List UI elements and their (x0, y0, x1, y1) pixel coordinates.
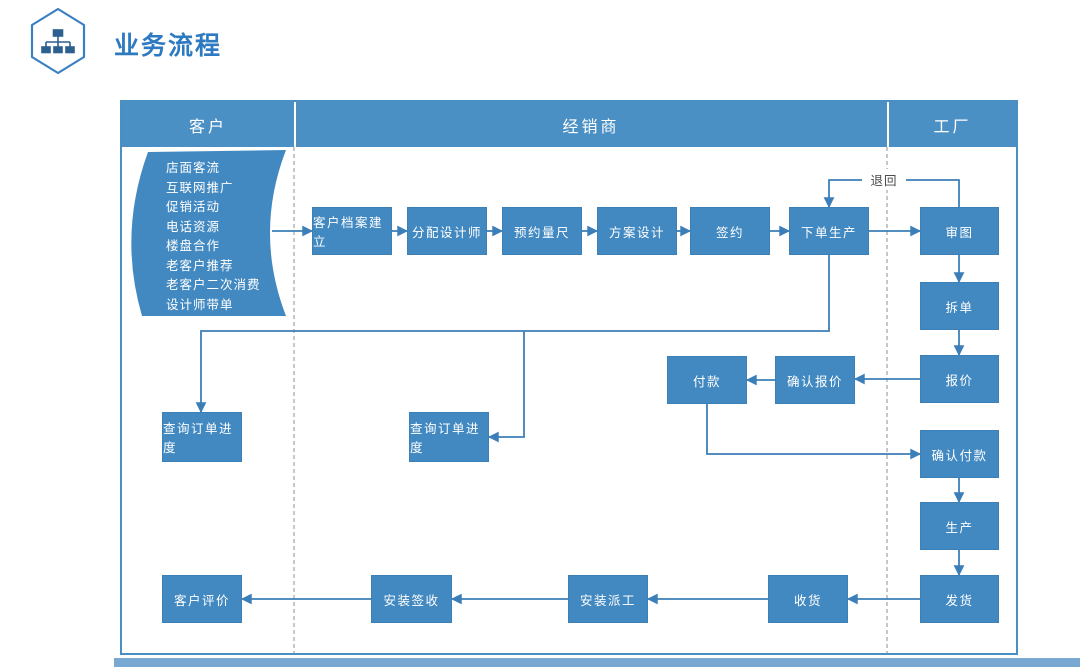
lane-header-factory: 工厂 (933, 118, 972, 136)
customer-sources-shape (131, 150, 286, 316)
node-review-drawing: 审图 (920, 207, 999, 255)
node-confirm-payment: 确认付款 (920, 430, 999, 478)
lane-header-dealer: 经销商 (562, 118, 620, 136)
source-item: 店面客流 (166, 161, 221, 175)
source-item: 电话资源 (166, 219, 221, 234)
source-item: 老客户二次消费 (166, 278, 261, 292)
sitemap-icon (30, 7, 86, 75)
lane-separator (294, 102, 296, 147)
edge-label-return: 退回 (862, 169, 906, 190)
node-production: 生产 (920, 502, 999, 550)
node-plan-design: 方案设计 (597, 207, 677, 255)
node-query-order-customer: 查询订单进度 (162, 412, 242, 462)
page-title: 业务流程 (114, 32, 223, 60)
customer-sources-list: 店面客流 互联网推广 促销活动 电话资源 楼盘合作 老客户推荐 老客户二次消费 … (166, 159, 261, 315)
source-item: 楼盘合作 (166, 239, 221, 253)
node-confirm-quotation: 确认报价 (775, 356, 855, 404)
bottom-strip (114, 658, 1080, 667)
page-header: 业务流程 (0, 0, 1080, 86)
lane-separator (887, 102, 889, 147)
node-install-dispatch: 安装派工 (568, 575, 648, 623)
flow-arrows (195, 179, 965, 605)
node-split-order: 拆单 (920, 282, 999, 330)
node-sign-contract: 签约 (690, 207, 770, 255)
node-customer-file: 客户档案建立 (312, 207, 392, 255)
node-payment: 付款 (667, 356, 747, 404)
node-receive-goods: 收货 (768, 575, 848, 623)
node-customer-review: 客户评价 (162, 575, 242, 623)
node-query-order-dealer: 查询订单进度 (409, 412, 489, 462)
source-item: 老客户推荐 (166, 258, 234, 273)
node-quotation: 报价 (920, 355, 999, 403)
lane-header-row: 客户 经销商 工厂 (122, 102, 1016, 147)
node-order-production: 下单生产 (789, 207, 869, 255)
connector-layer (131, 147, 965, 653)
node-install-signoff: 安装签收 (371, 575, 452, 623)
node-ship-goods: 发货 (920, 575, 999, 623)
node-appointment-measure: 预约量尺 (502, 207, 582, 255)
node-assign-designer: 分配设计师 (407, 207, 487, 255)
source-item: 促销活动 (166, 200, 221, 214)
business-process-flowchart: 客户 经销商 工厂 (120, 100, 1018, 655)
source-item: 互联网推广 (166, 180, 234, 195)
source-item: 设计师带单 (166, 297, 234, 312)
lane-header-customer: 客户 (188, 118, 227, 136)
